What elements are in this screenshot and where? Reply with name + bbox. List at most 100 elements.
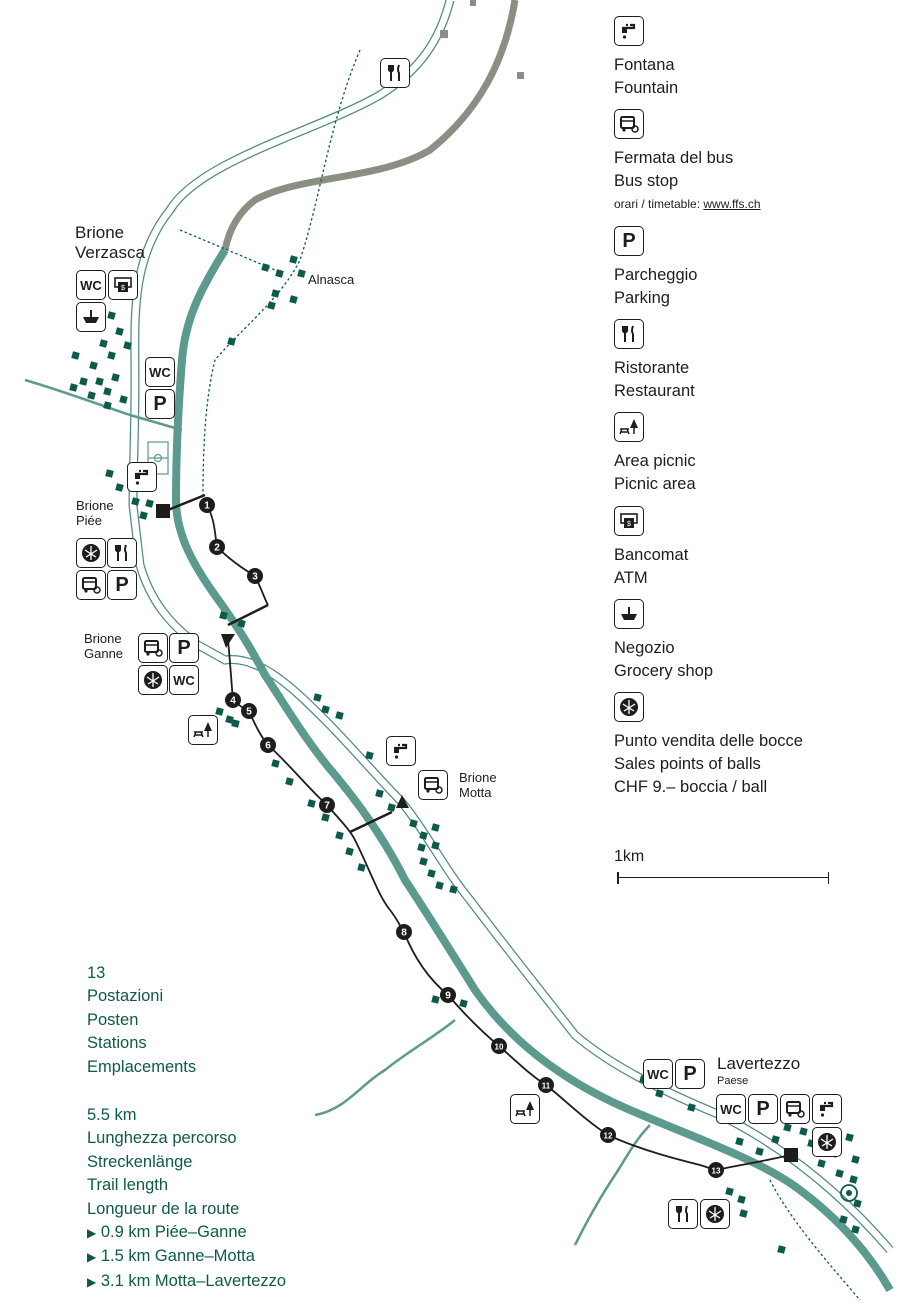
house xyxy=(271,759,280,768)
house xyxy=(225,715,234,724)
segment-1: ▶ 0.9 km Piée–Ganne xyxy=(87,1223,247,1242)
restaurant-icon xyxy=(380,58,410,88)
segment-3: ▶ 3.1 km Motta–Lavertezzo xyxy=(87,1271,287,1290)
trail-direction-arrow-ganne xyxy=(221,634,235,648)
svg-text:2: 2 xyxy=(214,543,220,554)
house xyxy=(835,1169,844,1178)
place-lavertezzo: Lavertezzo xyxy=(717,1054,801,1073)
bus-stop-icon xyxy=(418,770,448,800)
svg-text:12: 12 xyxy=(604,1132,613,1141)
svg-text:10: 10 xyxy=(495,1043,504,1052)
fountain-icon xyxy=(386,736,416,766)
house xyxy=(435,881,444,890)
house xyxy=(777,1245,786,1254)
house xyxy=(851,1225,860,1234)
house xyxy=(431,823,440,832)
station-6: 6 xyxy=(260,737,276,753)
house xyxy=(735,1137,744,1146)
stations-info: 13 Postazioni Posten Stations Emplacemen… xyxy=(87,964,197,1076)
bridge-ganne xyxy=(227,603,269,627)
atm-icon: $ xyxy=(614,506,644,536)
station-12: 12 xyxy=(600,1127,616,1143)
ball-sales-icon xyxy=(614,692,644,722)
fountain-icon xyxy=(812,1094,842,1124)
house xyxy=(289,255,298,264)
ball-sales-icon xyxy=(138,665,168,695)
house xyxy=(87,391,96,400)
house xyxy=(215,707,224,716)
house xyxy=(99,339,108,348)
house xyxy=(755,1147,764,1156)
svg-text:5: 5 xyxy=(246,707,252,718)
svg-text:13: 13 xyxy=(712,1167,721,1176)
house xyxy=(237,619,246,628)
segment-2: ▶ 1.5 km Ganne–Motta xyxy=(87,1247,255,1266)
south-stream-2 xyxy=(573,1124,651,1246)
svg-text:8: 8 xyxy=(401,928,407,939)
svg-text:6: 6 xyxy=(265,741,271,752)
house xyxy=(321,705,330,714)
ball-sales-icon xyxy=(76,538,106,568)
house xyxy=(119,395,128,404)
timetable-link[interactable]: www.ffs.ch xyxy=(703,197,761,211)
svg-text:$: $ xyxy=(627,521,631,528)
house xyxy=(365,751,374,760)
trail-start-marker xyxy=(156,504,170,518)
house xyxy=(105,469,114,478)
house xyxy=(739,1209,748,1218)
house xyxy=(427,869,436,878)
info-point-icon xyxy=(840,1184,858,1202)
place-lavertezzo-sub: Paese xyxy=(717,1075,749,1087)
svg-text:1: 1 xyxy=(204,501,210,512)
house xyxy=(783,1123,792,1132)
house xyxy=(139,511,148,520)
house xyxy=(419,857,428,866)
house xyxy=(851,1155,860,1164)
station-10: 10 xyxy=(491,1038,507,1054)
wc-icon: WC xyxy=(76,270,106,300)
house xyxy=(409,819,418,828)
house xyxy=(115,483,124,492)
house xyxy=(375,789,384,798)
house xyxy=(387,803,396,812)
house xyxy=(357,863,366,872)
house xyxy=(103,387,112,396)
upper-river xyxy=(221,0,519,251)
house xyxy=(89,361,98,370)
station-3: 3 xyxy=(247,568,263,584)
house xyxy=(655,1089,664,1098)
svg-text:3: 3 xyxy=(252,572,258,583)
station-5: 5 xyxy=(241,703,257,719)
house xyxy=(431,995,440,1004)
house xyxy=(69,383,78,392)
svg-text:11: 11 xyxy=(542,1082,551,1091)
trail-end-marker xyxy=(784,1148,798,1162)
dotted-path-south xyxy=(769,1179,861,1301)
house xyxy=(839,1215,848,1224)
house xyxy=(853,1199,862,1208)
station-4: 4 xyxy=(225,692,241,708)
station-2: 2 xyxy=(209,539,225,555)
bridge-motta xyxy=(349,810,393,834)
house xyxy=(95,377,104,386)
house xyxy=(849,1175,858,1184)
house xyxy=(285,777,294,786)
house xyxy=(459,999,468,1008)
atm-icon: $ xyxy=(108,270,138,300)
house xyxy=(267,301,276,310)
fountain-icon xyxy=(614,16,644,46)
station-8: 8 xyxy=(396,924,412,940)
house xyxy=(335,711,344,720)
house xyxy=(111,373,120,382)
dotted-path-alnasca xyxy=(179,229,276,271)
house xyxy=(289,295,298,304)
house xyxy=(737,1195,746,1204)
